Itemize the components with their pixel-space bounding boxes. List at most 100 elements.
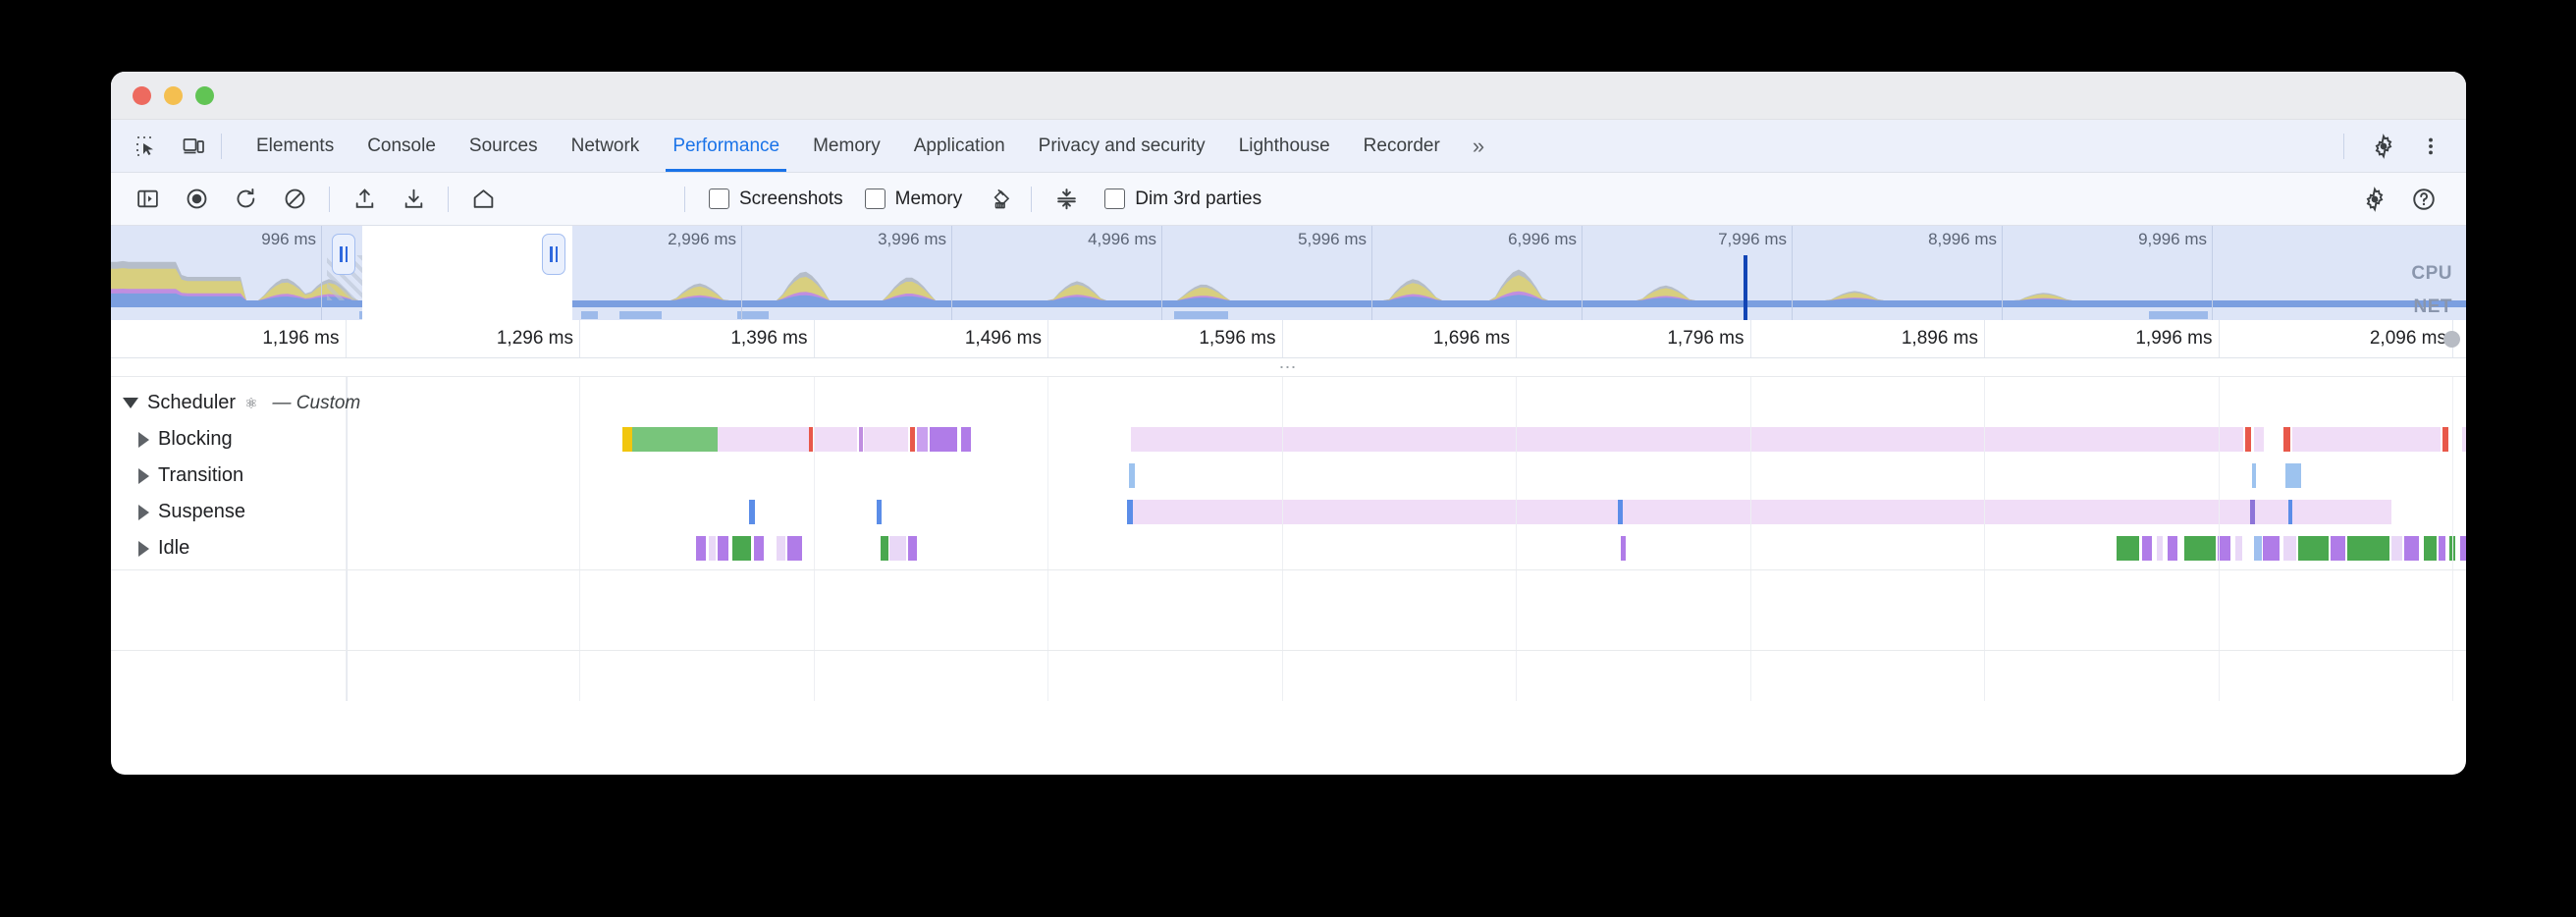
tab-elements[interactable]: Elements [240, 120, 350, 172]
flame-bar[interactable] [888, 536, 906, 561]
track-group-scheduler[interactable]: Scheduler ⚛ — Custom [111, 385, 2466, 421]
flame-bar[interactable] [632, 427, 718, 452]
more-options-icon[interactable] [2413, 129, 2448, 164]
flame-bar[interactable] [881, 536, 888, 561]
flame-bar[interactable] [2291, 427, 2442, 452]
tab-privacy-and-security[interactable]: Privacy and security [1022, 120, 1222, 172]
home-icon[interactable] [466, 183, 500, 216]
scheduler-group-header[interactable]: Scheduler ⚛ — Custom [123, 385, 360, 421]
memory-label[interactable]: Memory [894, 188, 963, 209]
tab-recorder[interactable]: Recorder [1347, 120, 1457, 172]
flame-bar[interactable] [2423, 536, 2437, 561]
flame-bar[interactable] [709, 536, 716, 561]
memory-checkbox-group[interactable]: Memory [864, 188, 985, 210]
track-row-transition[interactable]: Transition [111, 458, 2466, 494]
settings-gear-icon[interactable] [2366, 129, 2401, 164]
toggle-sidebar-icon[interactable] [131, 183, 164, 216]
flame-chart[interactable]: Scheduler ⚛ — Custom Blocking Transition [111, 377, 2466, 701]
clear-icon[interactable] [278, 183, 311, 216]
flame-bar[interactable] [2183, 536, 2217, 561]
close-window-button[interactable] [133, 86, 151, 105]
flame-bar[interactable] [2285, 463, 2301, 488]
track-label-idle[interactable]: Idle [138, 530, 189, 566]
flame-bar[interactable] [2254, 427, 2264, 452]
capture-settings-gear-icon[interactable] [2358, 183, 2391, 216]
flame-bar[interactable] [731, 536, 752, 561]
chevron-right-icon[interactable] [138, 504, 149, 520]
flame-bar[interactable] [2404, 536, 2420, 561]
tab-performance[interactable]: Performance [656, 120, 796, 172]
device-toolbar-icon[interactable] [176, 129, 211, 164]
flame-bar[interactable] [916, 427, 928, 452]
chevron-down-icon[interactable] [123, 398, 138, 408]
tab-application[interactable]: Application [897, 120, 1022, 172]
flame-bar[interactable] [908, 536, 917, 561]
flame-bar[interactable] [717, 536, 728, 561]
flame-bar[interactable] [2287, 500, 2293, 524]
flame-bar[interactable] [2156, 536, 2164, 561]
flame-bar[interactable] [815, 427, 858, 452]
dim-3rd-parties-checkbox[interactable] [1104, 189, 1126, 209]
flame-bar[interactable] [2251, 463, 2257, 488]
more-tabs-icon[interactable]: » [1472, 133, 1484, 158]
flame-bar[interactable] [2298, 536, 2329, 561]
screenshots-label[interactable]: Screenshots [739, 188, 843, 209]
flame-bar[interactable] [2448, 536, 2456, 561]
screenshots-checkbox[interactable] [709, 189, 729, 209]
overview-right-handle[interactable] [542, 234, 565, 275]
flame-bar[interactable] [859, 427, 864, 452]
flame-bar[interactable] [1126, 500, 1133, 524]
flame-bar[interactable] [929, 427, 957, 452]
chevron-right-icon[interactable] [138, 540, 149, 557]
flame-bar[interactable] [808, 427, 814, 452]
tab-memory[interactable]: Memory [796, 120, 897, 172]
chevron-right-icon[interactable] [138, 431, 149, 448]
flame-bar[interactable] [777, 536, 785, 561]
download-profile-icon[interactable] [397, 183, 430, 216]
flame-bar[interactable] [2283, 427, 2290, 452]
maximize-window-button[interactable] [195, 86, 214, 105]
brush-icon[interactable] [984, 183, 1017, 216]
flame-bar[interactable] [787, 536, 803, 561]
flame-bar[interactable] [2141, 536, 2153, 561]
flame-bar[interactable] [696, 536, 706, 561]
flame-bar[interactable] [717, 427, 809, 452]
flame-bar[interactable] [1128, 463, 1136, 488]
tab-sources[interactable]: Sources [453, 120, 555, 172]
upload-profile-icon[interactable] [348, 183, 381, 216]
tab-lighthouse[interactable]: Lighthouse [1222, 120, 1347, 172]
flame-bar[interactable] [2391, 536, 2403, 561]
record-icon[interactable] [180, 183, 213, 216]
minimize-window-button[interactable] [164, 86, 183, 105]
flame-bar[interactable] [961, 427, 971, 452]
screenshots-checkbox-group[interactable]: Screenshots [709, 189, 865, 210]
flame-bar[interactable] [2262, 536, 2280, 561]
flame-bar[interactable] [2218, 536, 2231, 561]
tab-network[interactable]: Network [555, 120, 657, 172]
flame-bar[interactable] [2330, 536, 2345, 561]
flame-bar[interactable] [2234, 536, 2243, 561]
horizontal-scrollbar-knob[interactable] [2443, 331, 2460, 348]
flame-bar[interactable] [2249, 500, 2255, 524]
flame-bar[interactable] [2442, 427, 2448, 452]
flame-bar[interactable] [1620, 536, 1626, 561]
flame-bar[interactable] [910, 427, 916, 452]
flame-bar[interactable] [2245, 427, 2251, 452]
chevron-right-icon[interactable] [138, 467, 149, 484]
overview-selection-window[interactable] [361, 226, 572, 320]
panel-resizer-handle[interactable]: ⋯ [111, 357, 2466, 377]
collapse-tracks-icon[interactable] [1049, 183, 1083, 216]
flame-bar[interactable] [2167, 536, 2178, 561]
flame-bar[interactable] [2438, 536, 2446, 561]
flame-bar[interactable] [2254, 536, 2262, 561]
flame-bar[interactable] [2116, 536, 2140, 561]
memory-checkbox[interactable] [864, 189, 886, 209]
flame-bar[interactable] [621, 427, 633, 452]
dim-3rd-parties-label[interactable]: Dim 3rd parties [1135, 188, 1262, 209]
flame-bar[interactable] [2461, 427, 2466, 452]
track-row-idle[interactable]: Idle [111, 530, 2466, 566]
flame-bar[interactable] [863, 427, 909, 452]
flame-bar[interactable] [2283, 536, 2297, 561]
timeline-overview[interactable]: 996 ms1,996 ms2,996 ms3,996 ms4,996 ms5,… [111, 226, 2466, 320]
